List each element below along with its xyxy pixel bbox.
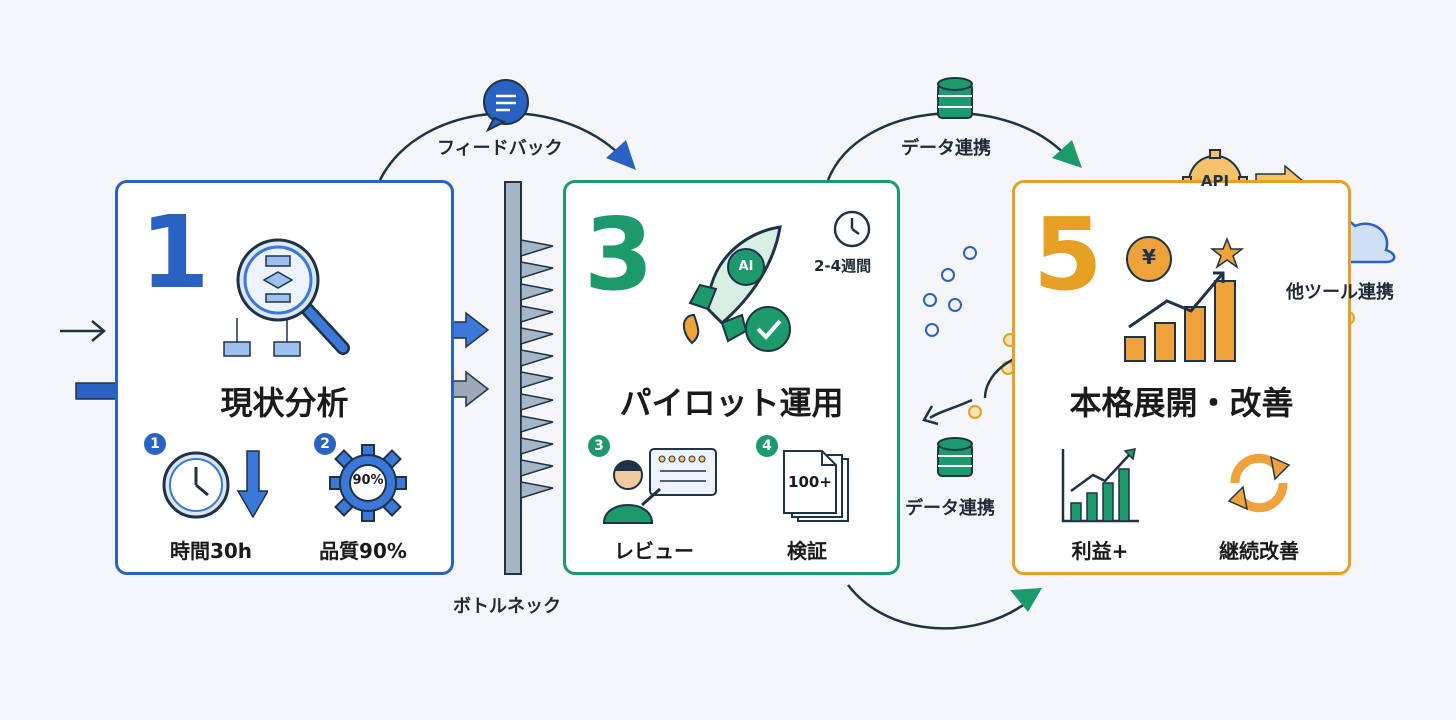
- continuous-improvement-label: 継続改善: [1219, 539, 1299, 563]
- data-link-mid-label: データ連携: [905, 498, 995, 519]
- api-label: API: [1200, 172, 1230, 190]
- database-icon-mid: [937, 437, 973, 477]
- time-label: 時間30h: [169, 539, 253, 563]
- cycle-icon: [1227, 453, 1291, 513]
- review-label: レビュー: [614, 539, 694, 563]
- badge-2: 2: [314, 433, 336, 455]
- bottleneck-label: ボトルネック: [453, 596, 561, 617]
- documents-icon: [783, 450, 849, 522]
- bottom-arrowhead: [1010, 588, 1042, 612]
- yen-icon: ¥: [1142, 245, 1156, 269]
- stage-number: 3: [584, 196, 654, 313]
- gear-percent-text: 90%: [352, 473, 384, 488]
- growth-bars-icon: [1124, 236, 1245, 362]
- stage-number: 5: [1033, 196, 1103, 313]
- return-arrow: [929, 398, 973, 420]
- database-icon-top: [937, 77, 973, 119]
- profit-chart-icon: [1061, 448, 1139, 523]
- quality-gear-icon: [329, 444, 407, 522]
- stage-number: 1: [140, 194, 210, 311]
- bottleneck-spikes: [520, 239, 554, 500]
- stage-3-title: パイロット運用: [619, 384, 844, 422]
- bubble-cluster: [923, 246, 977, 337]
- stage-5-card: 5 ¥ 本格展開・改善 利益+ 継続改善: [1012, 180, 1351, 575]
- data-link-top-arrowhead: [1052, 140, 1082, 168]
- data-link-top-label: データ連携: [901, 138, 991, 159]
- magnifier-flowchart-icon: [223, 238, 350, 357]
- doc-count-text: 100+: [788, 473, 832, 491]
- stage-1-card: 1 現状分析 1 時間30h 2 90% 品質90%: [115, 180, 454, 575]
- verify-label: 検証: [787, 539, 827, 563]
- quality-label: 品質90%: [319, 539, 407, 563]
- feedback-arrowhead: [606, 140, 636, 170]
- entry-arrow-thin: [60, 320, 106, 342]
- other-tools-label: 他ツール連携: [1286, 282, 1394, 303]
- profit-label: 利益+: [1071, 539, 1129, 563]
- rocket-icon: [683, 225, 791, 352]
- bottom-arc: [847, 584, 1031, 630]
- feedback-label: フィードバック: [437, 138, 563, 159]
- chat-bubble-icon: [483, 79, 529, 133]
- stage-3-card: 3 2-4週間 AI パイロット運用 3 レビュー 4 100+ 検証: [563, 180, 900, 575]
- badge-3: 3: [588, 435, 610, 457]
- duration-label: 2-4週間: [814, 257, 872, 275]
- badge-1: 1: [144, 433, 166, 455]
- clock-icon: [833, 210, 871, 248]
- stage-5-title: 本格展開・改善: [1069, 384, 1294, 422]
- badge-4: 4: [756, 435, 778, 457]
- rocket-ai-text: AI: [738, 259, 754, 274]
- bottleneck-wall: [504, 181, 522, 575]
- stage-1-title: 現状分析: [220, 384, 349, 422]
- reviewer-icon: [602, 448, 717, 524]
- clock-down-icon: [162, 450, 268, 519]
